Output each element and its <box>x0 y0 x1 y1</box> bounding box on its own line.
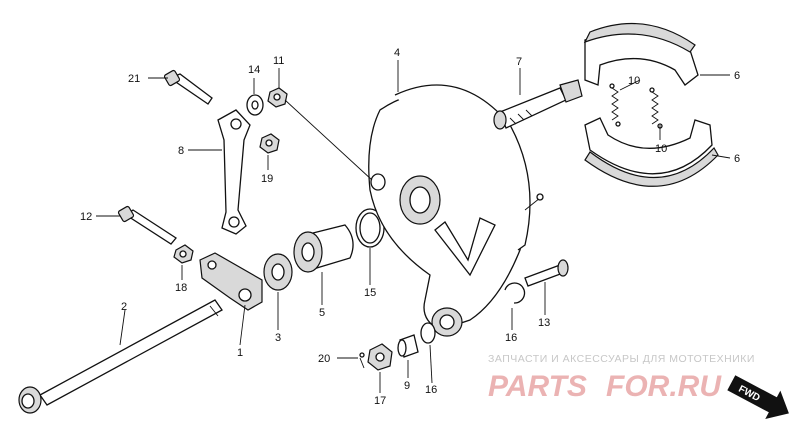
callout-4: 4 <box>394 47 400 59</box>
circlip-16-lower <box>420 322 436 344</box>
brake-cam <box>493 79 583 130</box>
callout-16-lower: 16 <box>425 384 437 396</box>
castle-nut-17 <box>367 343 393 371</box>
watermark: ЗАПЧАСТИ И АКСЕССУАРЫ ДЛЯ МОТОТЕХНИКИ PA… <box>488 353 755 403</box>
callout-20: 20 <box>318 353 330 365</box>
callout-16-upper: 16 <box>505 332 517 344</box>
callout-9: 9 <box>404 380 410 392</box>
watermark-logo-part1: PARTS <box>488 370 587 403</box>
brake-spring-right <box>649 87 663 129</box>
watermark-caption: ЗАПЧАСТИ И АКСЕССУАРЫ ДЛЯ МОТОТЕХНИКИ <box>488 353 755 365</box>
circlip-16-upper <box>504 282 526 304</box>
collar-9 <box>397 334 419 358</box>
leader-lines <box>96 60 731 393</box>
bolt-13 <box>524 259 569 287</box>
torque-link <box>217 109 251 235</box>
callout-6-lower: 6 <box>734 153 740 165</box>
callout-1: 1 <box>237 347 243 359</box>
callout-11: 11 <box>273 55 284 67</box>
callout-5: 5 <box>319 307 325 319</box>
callout-19: 19 <box>261 173 273 185</box>
bolt-12 <box>117 205 177 245</box>
rear-axle <box>18 299 223 414</box>
callout-2: 2 <box>121 301 127 313</box>
callout-6-upper: 6 <box>734 70 740 82</box>
callout-7: 7 <box>516 56 522 68</box>
callout-8: 8 <box>178 145 184 157</box>
callout-12: 12 <box>80 211 92 223</box>
nut-18 <box>173 244 194 264</box>
watermark-logo-part2: FOR.RU <box>606 370 722 403</box>
callout-17: 17 <box>374 395 386 407</box>
washer-14-hole <box>251 100 259 110</box>
nut-19 <box>259 133 280 154</box>
callout-18: 18 <box>175 282 187 294</box>
callout-15: 15 <box>364 287 376 299</box>
brake-arm <box>199 252 263 311</box>
bushing-5 <box>293 224 354 273</box>
brake-shoe-upper <box>583 22 699 86</box>
callout-labels: 21 14 11 8 19 12 18 2 1 3 5 15 4 7 6 6 1… <box>80 47 740 407</box>
forward-direction-arrow: FWD <box>727 375 789 420</box>
cotter-pin-20 <box>359 352 365 369</box>
callout-10-lower: 10 <box>655 143 667 155</box>
brake-shoe-lower <box>584 117 719 187</box>
callout-14: 14 <box>248 64 260 76</box>
bolt-21 <box>163 69 213 105</box>
callout-3: 3 <box>275 332 281 344</box>
brake-spring-left <box>609 83 621 127</box>
collar-3 <box>263 253 293 291</box>
nut-11 <box>267 87 288 108</box>
callout-10-upper: 10 <box>628 75 640 87</box>
callout-13: 13 <box>538 317 550 329</box>
callout-21: 21 <box>128 73 140 85</box>
